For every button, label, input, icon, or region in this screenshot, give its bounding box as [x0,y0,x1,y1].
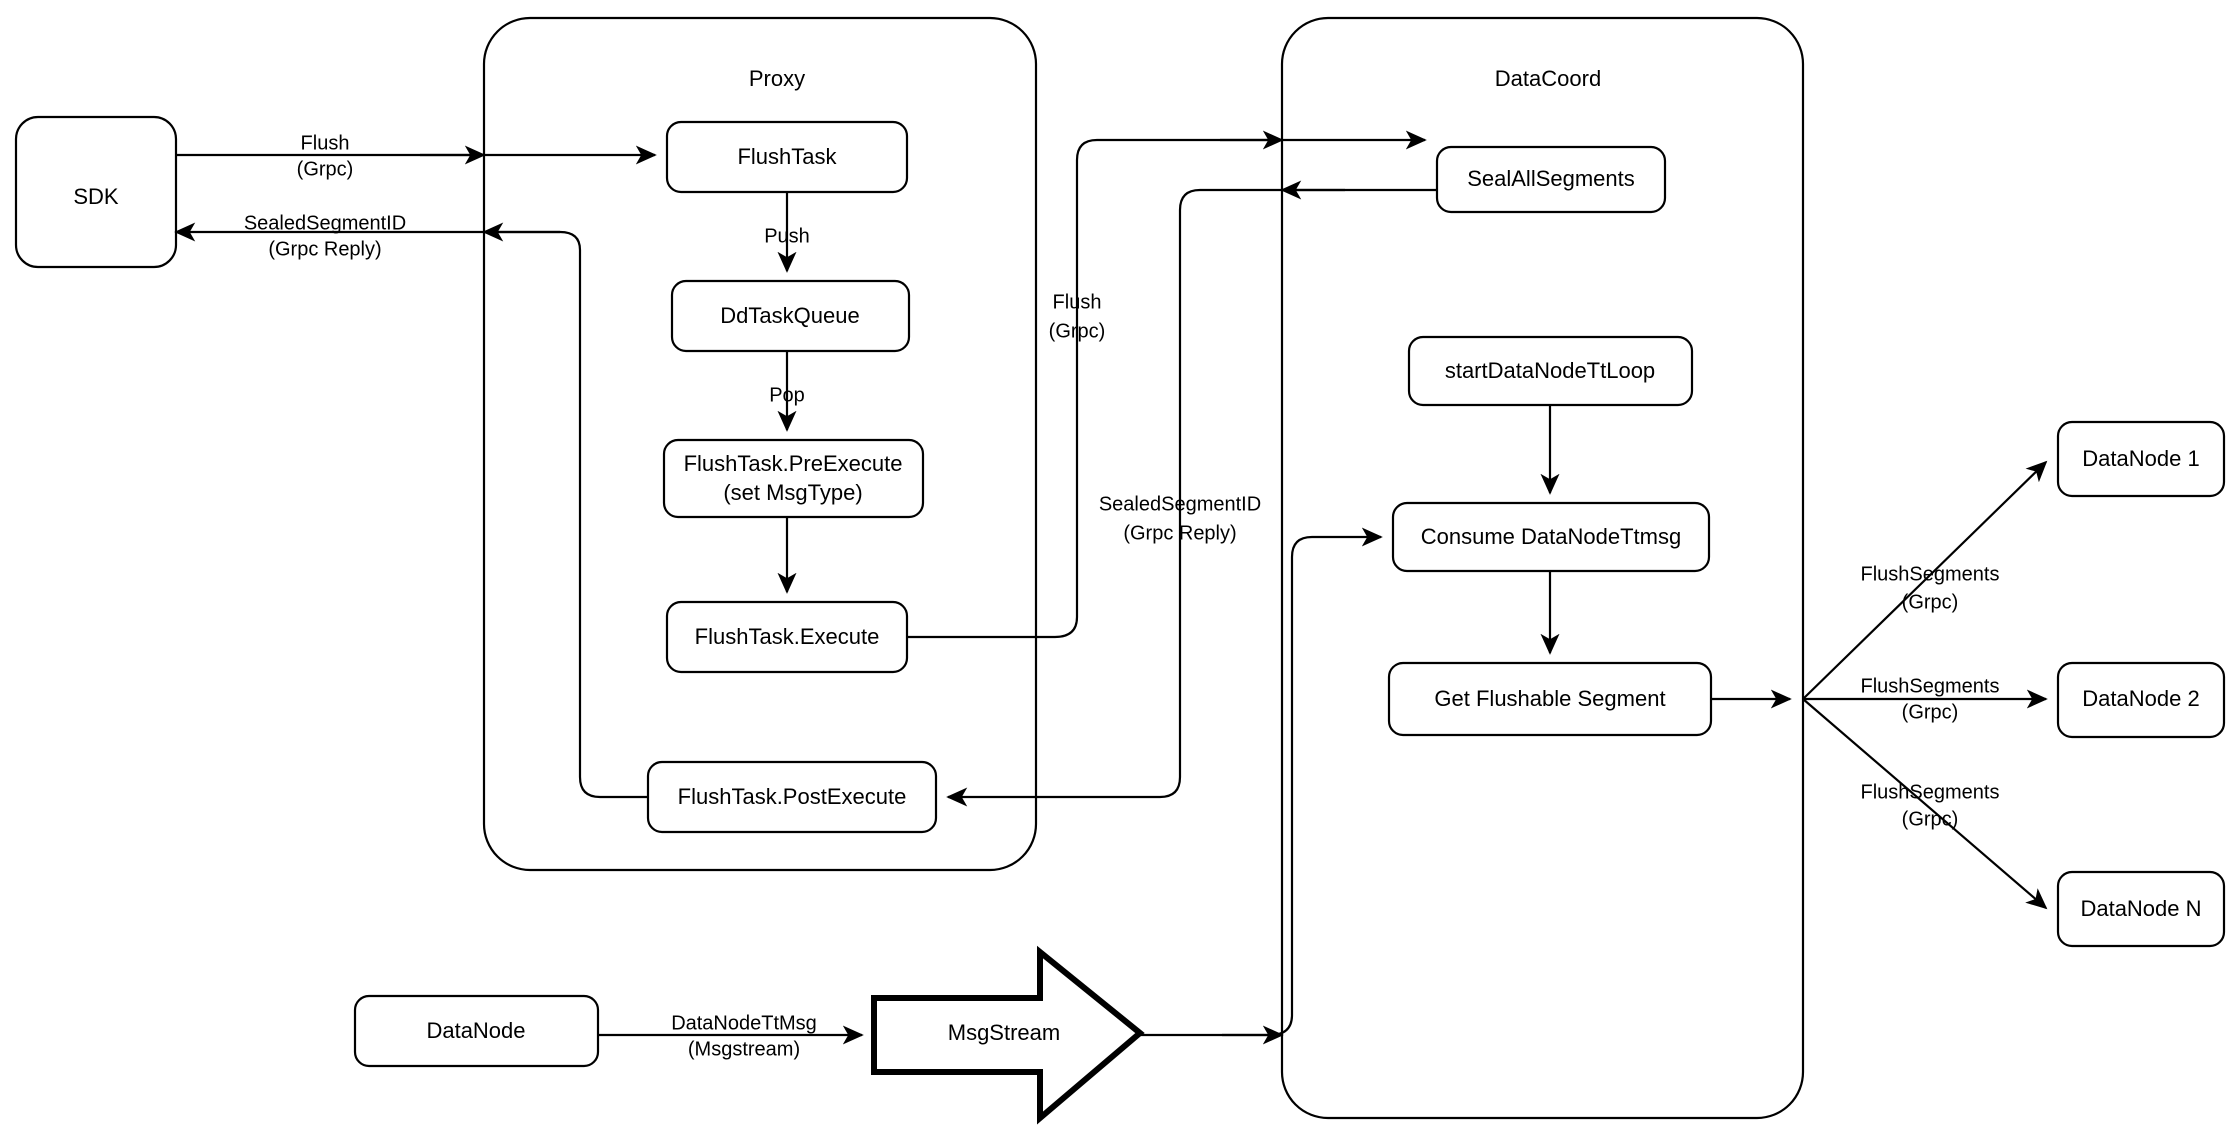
sdk-box[interactable] [14,115,178,269]
edge-label-flush-seg-n-line2: (Grpc) [1902,808,1959,830]
edge-label-proxy-flush-line1: Flush [1053,291,1102,313]
node-start-tt-loop[interactable]: startDataNodeTtLoop [1407,335,1694,407]
edge-label-flush-seg-1-line2: (Grpc) [1902,591,1959,613]
edge-label-pop: Pop [769,384,805,406]
node-get-flushable[interactable]: Get Flushable Segment [1387,661,1713,737]
pre-execute-label-line2: (set MsgType) [723,480,862,505]
datanode-n-box[interactable] [2056,870,2226,948]
node-msgstream[interactable]: MsgStream [871,945,1145,1125]
edge-label-flush-seg-2-line2: (Grpc) [1902,701,1959,723]
edge-msgstream-to-consume [1140,527,1383,1037]
flush-task-label: FlushTask [737,144,837,169]
edge-label-flush-seg-2-line1: FlushSegments [1861,675,2000,697]
edge-label-sdk-flush-line1: Flush [301,132,350,154]
node-datanode-1[interactable]: DataNode 1 [2056,420,2226,498]
node-flush-task[interactable]: FlushTask [665,120,909,194]
edge-label-proxy-flush-line2: (Grpc) [1049,320,1106,342]
edge-label-sdk-reply-line1: SealedSegmentID [244,212,406,234]
edge-execute-to-sealallsegments [907,130,1427,639]
edge-label-sdk-reply-line2: (Grpc Reply) [268,238,381,260]
dd-task-queue-box[interactable] [670,279,911,353]
edge-label-ttmsg-line2: (Msgstream) [688,1038,800,1060]
edge-postexecute-to-sdk [174,222,648,799]
seal-all-segments-box[interactable] [1435,145,1667,214]
edge-hub-to-datanode-n [1802,698,2048,910]
node-consume-ttmsg[interactable]: Consume DataNodeTtmsg [1391,501,1711,573]
sdk-label: SDK [73,184,119,209]
execute-label: FlushTask.Execute [695,624,880,649]
edge-label-flush-seg-n-line1: FlushSegments [1861,781,2000,803]
msgstream-label: MsgStream [948,1020,1060,1045]
edge-hub-to-datanode-1 [1802,460,2048,700]
datacoord-group-label: DataCoord [1495,66,1601,91]
get-flushable-label: Get Flushable Segment [1434,686,1665,711]
pre-execute-label-line1: FlushTask.PreExecute [684,451,903,476]
node-post-execute[interactable]: FlushTask.PostExecute [646,760,938,834]
node-sdk[interactable]: SDK [14,115,178,269]
edge-label-sdk-flush-line2: (Grpc) [297,158,354,180]
edge-label-ttmsg-line1: DataNodeTtMsg [671,1012,817,1034]
post-execute-label: FlushTask.PostExecute [678,784,907,809]
datanode-bottom-box[interactable] [353,994,600,1068]
dd-task-queue-label: DdTaskQueue [720,303,859,328]
datanode-1-label: DataNode 1 [2082,446,2199,471]
edge-label-proxy-reply-line1: SealedSegmentID [1099,493,1261,515]
node-datanode-n[interactable]: DataNode N [2056,870,2226,948]
datacoord-group: DataCoord [1280,16,1805,1120]
datanode-bottom-label: DataNode [426,1018,525,1043]
edge-label-flush-seg-1-line1: FlushSegments [1861,563,2000,585]
node-pre-execute[interactable]: FlushTask.PreExecute (set MsgType) [662,438,925,519]
datanode-n-label: DataNode N [2080,896,2201,921]
datacoord-container [1280,16,1805,1120]
edge-sealallsegments-to-postexecute [946,188,1437,807]
edge-label-proxy-reply-line2: (Grpc Reply) [1123,522,1236,544]
node-seal-all-segments[interactable]: SealAllSegments [1435,145,1667,214]
proxy-container [482,16,1038,872]
consume-ttmsg-label: Consume DataNodeTtmsg [1421,524,1681,549]
seal-all-segments-label: SealAllSegments [1467,166,1635,191]
msgstream-block-arrow[interactable] [871,945,1145,1125]
pre-execute-box[interactable] [662,438,925,519]
proxy-group: Proxy [482,16,1038,872]
datanode-1-box[interactable] [2056,420,2226,498]
edge-label-push: Push [764,225,810,247]
node-datanode-bottom[interactable]: DataNode [353,994,600,1068]
datanode-2-box[interactable] [2056,661,2226,739]
node-dd-task-queue[interactable]: DdTaskQueue [670,279,911,353]
start-tt-loop-label: startDataNodeTtLoop [1445,358,1655,383]
datanode-2-label: DataNode 2 [2082,686,2199,711]
node-execute[interactable]: FlushTask.Execute [665,600,909,674]
proxy-group-label: Proxy [749,66,805,91]
node-datanode-2[interactable]: DataNode 2 [2056,661,2226,739]
